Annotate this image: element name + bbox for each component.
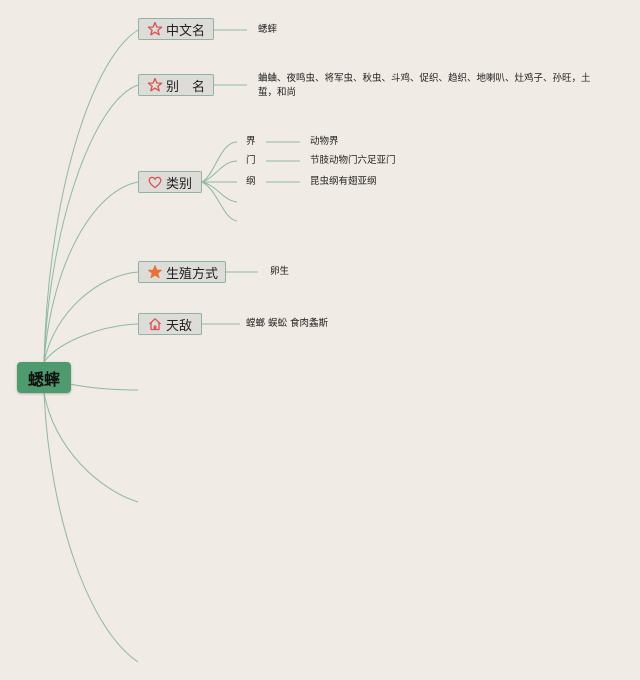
branch-enemy[interactable]: 天敌 [138,313,202,335]
link-root-enemy [43,323,139,363]
branch-alias[interactable]: 别 名 [138,74,214,96]
branch-label: 生殖方式 [166,266,219,282]
branch-reproduction[interactable]: 生殖方式 [138,261,226,283]
root-node[interactable]: 蟋蟀 [17,362,71,393]
category-key-class: 纲 [246,176,256,187]
link-category-empty-1 [201,181,238,203]
star-filled-icon [147,264,163,280]
link-category-kingdom [201,141,238,183]
link-root-alias [43,84,139,363]
branch-category[interactable]: 类别 [138,171,202,193]
detail-reproduction: 卵生 [270,266,290,277]
branch-label: 别 名 [166,79,206,95]
link-root-chinese-name [43,29,139,363]
root-label: 蟋蟀 [27,369,60,389]
link-category-empty-2 [201,181,238,222]
branch-chinese-name[interactable]: 中文名 [138,18,214,40]
detail-alias: 蛐蛐、夜鸣虫、将军虫、秋虫、斗鸡、促织、趋织、地喇叭、灶鸡子、孙旺，土蜇，和尚 [258,73,591,98]
star-outline-icon [147,77,163,93]
link-root-empty-2 [43,392,139,503]
category-value-class: 昆虫纲有翅亚纲 [310,176,377,187]
category-key-phylum: 门 [246,155,256,166]
branch-label: 中文名 [166,23,206,39]
heart-outline-icon [147,174,163,190]
category-key-kingdom: 界 [246,136,256,147]
house-icon [147,316,163,332]
category-value-phylum: 节肢动物门六足亚门 [310,155,396,166]
branch-label: 天敌 [166,318,193,334]
link-category-phylum [201,160,238,183]
category-value-kingdom: 动物界 [310,136,339,147]
detail-enemy: 螳螂 蜈蚣 食肉螽斯 [246,318,329,329]
link-root-empty-3 [43,392,139,663]
link-root-category [43,181,139,363]
star-outline-icon [147,21,163,37]
branch-label: 类别 [166,176,193,192]
detail-chinese-name: 蟋蟀 [258,24,278,35]
link-root-reproduction [43,271,139,363]
